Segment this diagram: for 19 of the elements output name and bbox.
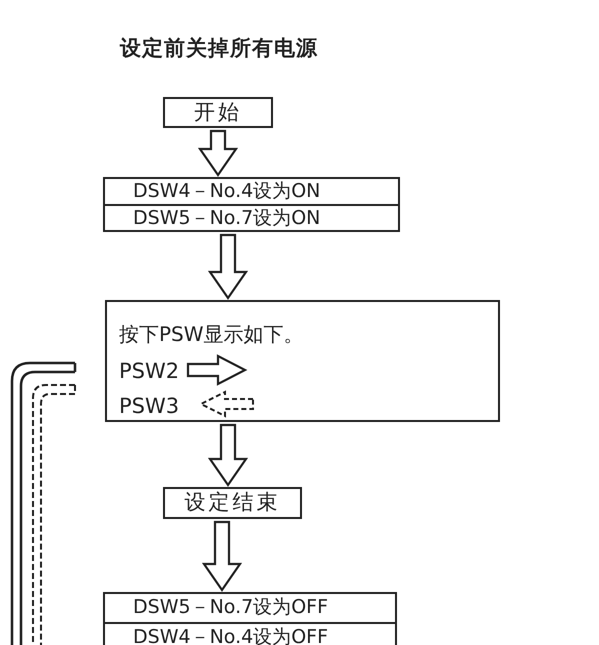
- instruction-text: 按下PSW显示如下。: [119, 322, 304, 346]
- end-box: [163, 487, 302, 519]
- setting-text: DSW4－No.4设为OFF: [133, 624, 328, 645]
- start-box: [163, 97, 273, 128]
- setting-text: DSW5－No.7设为ON: [133, 206, 320, 231]
- setting-text: DSW4－No.4设为ON: [133, 179, 320, 204]
- arrow: [198, 130, 238, 177]
- step-box: [105, 300, 500, 422]
- setting-text: DSW5－No.7设为OFF: [133, 595, 328, 620]
- step-label: 开始: [193, 99, 243, 125]
- step-box: [103, 592, 397, 645]
- button-label: PSW3: [119, 394, 180, 418]
- step-label: 设定结束: [184, 489, 282, 516]
- arrow: [208, 234, 248, 300]
- title: 设定前关掉所有电源: [120, 36, 318, 60]
- step-box: [103, 177, 400, 232]
- arrow: [208, 424, 248, 487]
- button-label: PSW2: [119, 359, 180, 383]
- arrow: [202, 520, 242, 592]
